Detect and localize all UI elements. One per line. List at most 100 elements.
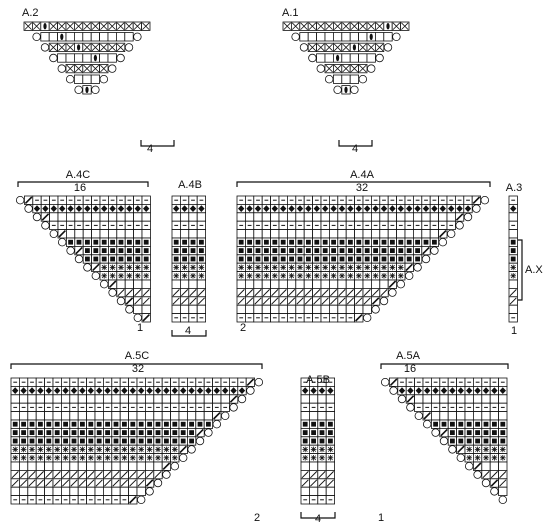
a4a-knit-cell — [337, 279, 347, 289]
a4a-bobble-cell — [253, 203, 263, 214]
a4a-filled-square-cell — [270, 237, 280, 247]
a4b-filled-square-cell — [171, 245, 181, 256]
label-a3: A.3 — [506, 182, 523, 194]
a4a-knit-cell — [370, 212, 381, 222]
a5a-yarn-over — [465, 462, 474, 471]
a4a-filled-square-cell — [354, 237, 364, 247]
a5a-knit-cell — [464, 394, 474, 404]
a4a-purl-cell — [328, 195, 339, 205]
a5c-knit-cell — [136, 394, 146, 404]
a4b-knit-cell — [196, 212, 206, 222]
a4c-purl-cell — [91, 220, 101, 230]
a5c-star-cell — [161, 453, 171, 463]
a5c-star-cell — [61, 453, 71, 463]
a5c-knit-cell — [10, 461, 20, 471]
a2-cross-cell — [141, 21, 151, 31]
a2-oval-cell — [74, 42, 84, 53]
a5a-filled-square-cell — [472, 436, 483, 446]
a4a-filled-square-cell — [261, 245, 272, 256]
a4a-knit-cell — [295, 279, 305, 289]
a4a-purl-cell — [278, 313, 288, 323]
a4a-knit-cell — [379, 212, 389, 222]
a5a-star-cell — [481, 453, 491, 463]
a5c-knit-cell — [170, 394, 180, 404]
a5c-knit-cell — [119, 394, 129, 404]
a4a-purl-cell — [345, 195, 356, 205]
a5c-knit-cell — [86, 394, 96, 404]
a5c-filled-square-cell — [10, 436, 20, 446]
a4a-purl-cell — [337, 195, 347, 205]
a5c-purl-cell — [153, 402, 163, 413]
a2-knit-cell — [65, 53, 75, 63]
a4a-knit-cell — [320, 304, 330, 315]
a2-cross-cell — [90, 42, 100, 53]
a5b-grid — [300, 377, 336, 505]
a5a-star-cell — [472, 444, 483, 455]
a2-knit-cell — [99, 32, 109, 42]
side-label-ax: A.X — [525, 264, 543, 276]
a4c-purl-cell — [49, 195, 59, 205]
a4a-slash-cell — [337, 287, 347, 298]
a4a-star-cell — [303, 271, 314, 281]
chart-grids — [10, 21, 518, 505]
a4a-star-cell — [236, 271, 246, 281]
a5c-knit-cell — [35, 411, 46, 421]
a4a-knit-cell — [261, 229, 272, 239]
repeat-a4b: 4 — [185, 325, 191, 337]
a4c-purl-cell — [66, 195, 76, 205]
a1-yarn-over — [350, 85, 359, 94]
a4c-filled-square-cell — [141, 237, 151, 247]
a4c-bobble-cell — [82, 203, 92, 214]
a2-grid — [23, 21, 151, 95]
a5c-purl-cell — [35, 495, 46, 505]
a5a-slash-cell — [498, 469, 508, 480]
a4c-knit-cell — [74, 229, 84, 239]
a4a-star-cell — [337, 271, 347, 281]
a4a-bobble-cell — [362, 203, 372, 214]
a5c-knit-cell — [86, 411, 96, 421]
a5c-filled-square-cell — [153, 427, 163, 438]
a3-side-bracket — [518, 239, 523, 301]
label-a4c: A.4C — [66, 169, 91, 181]
a2-knit-cell — [124, 32, 134, 42]
a4a-knit-cell — [345, 229, 356, 239]
a4c-filled-square-cell — [99, 237, 109, 247]
a5c-bobble-cell — [170, 385, 180, 396]
a4a-filled-square-cell — [303, 254, 314, 264]
a5c-purl-cell — [186, 377, 197, 387]
a5b-knit-cell — [308, 411, 319, 421]
a5c-knit-cell — [27, 461, 37, 471]
a5b-filled-square-cell — [308, 419, 319, 429]
a4a-bobble-cell — [396, 203, 406, 214]
a4a-knit-cell — [278, 212, 288, 222]
a5c-filled-square-cell — [77, 419, 87, 429]
a4c-filled-square-cell — [108, 245, 118, 256]
a5c-knit-cell — [119, 461, 129, 471]
a4c-knit-cell — [133, 279, 143, 289]
a5b-knit-cell — [300, 461, 310, 471]
a4a-star-cell — [278, 271, 288, 281]
a5c-purl-cell — [237, 377, 247, 387]
a4b-bobble-cell — [196, 203, 206, 214]
a4a-bobble-cell — [345, 203, 356, 214]
a5a-filled-square-cell — [439, 419, 449, 429]
a5c-purl-cell — [228, 377, 239, 387]
a4a-slash-cell — [303, 287, 314, 298]
a1-knit-cell — [341, 32, 351, 42]
a5a-yarn-over — [448, 445, 457, 454]
a4a-star-cell — [253, 262, 263, 273]
a5c-purl-cell — [186, 402, 197, 413]
a5c-star-cell — [69, 444, 79, 455]
a5b-bobble-cell — [317, 385, 327, 396]
a5a-filled-square-cell — [456, 427, 466, 438]
a5c-knit-cell — [52, 461, 62, 471]
a4c-yarn-over — [58, 237, 67, 247]
a5a-star-cell — [498, 444, 508, 455]
a4c-star-cell — [133, 262, 143, 273]
a4c-filled-square-cell — [116, 237, 126, 247]
a5a-filled-square-cell — [489, 419, 500, 429]
a5c-dec-cell — [245, 377, 255, 387]
a4c-knit-cell — [133, 229, 143, 239]
a4a-knit-cell — [286, 304, 297, 315]
a5b-filled-square-cell — [308, 436, 319, 446]
